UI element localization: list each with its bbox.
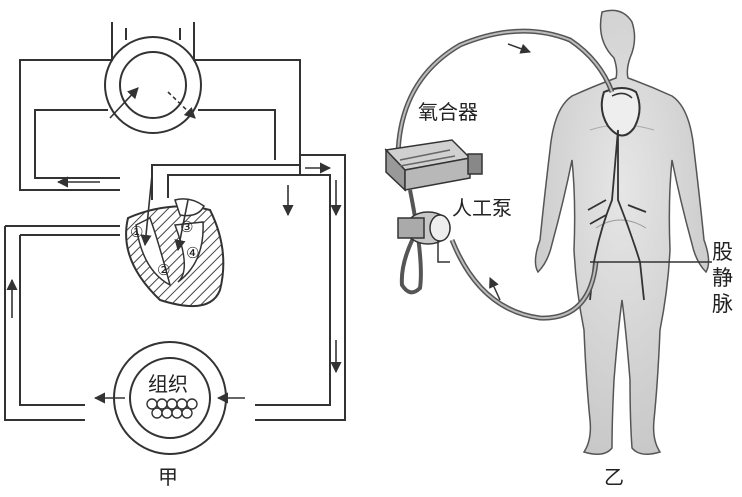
human-body <box>535 10 708 454</box>
tube-flow-arrows <box>490 44 530 300</box>
vein-label-char-3: 脉 <box>712 292 733 316</box>
oxygenator-device <box>386 140 482 190</box>
vein-label-char-2: 静 <box>712 266 733 290</box>
tissue-capillary-ring <box>114 342 226 454</box>
chamber-number-3: ③ <box>180 218 193 236</box>
pulmonary-vessel-inner <box>35 110 275 178</box>
chamber-number-2: ② <box>157 261 170 279</box>
left-caption: 甲 <box>158 465 178 489</box>
pulmonary-vessel-outer <box>20 40 300 190</box>
systemic-return-vessel <box>5 226 85 420</box>
vein-label-char-1: 股 <box>712 240 733 264</box>
heart-inflow-vessel <box>5 226 120 235</box>
chamber-number-4: ④ <box>186 244 199 262</box>
oxygenator-label: 氧合器 <box>418 100 478 124</box>
tissue-cells <box>147 399 197 418</box>
pump-label: 人工泵 <box>452 196 512 220</box>
lung-capillary-ring <box>105 22 201 133</box>
right-caption: 乙 <box>604 465 624 489</box>
tissue-label: 组织 <box>148 372 188 396</box>
chamber-number-1: ① <box>130 223 143 241</box>
heart <box>126 199 223 306</box>
